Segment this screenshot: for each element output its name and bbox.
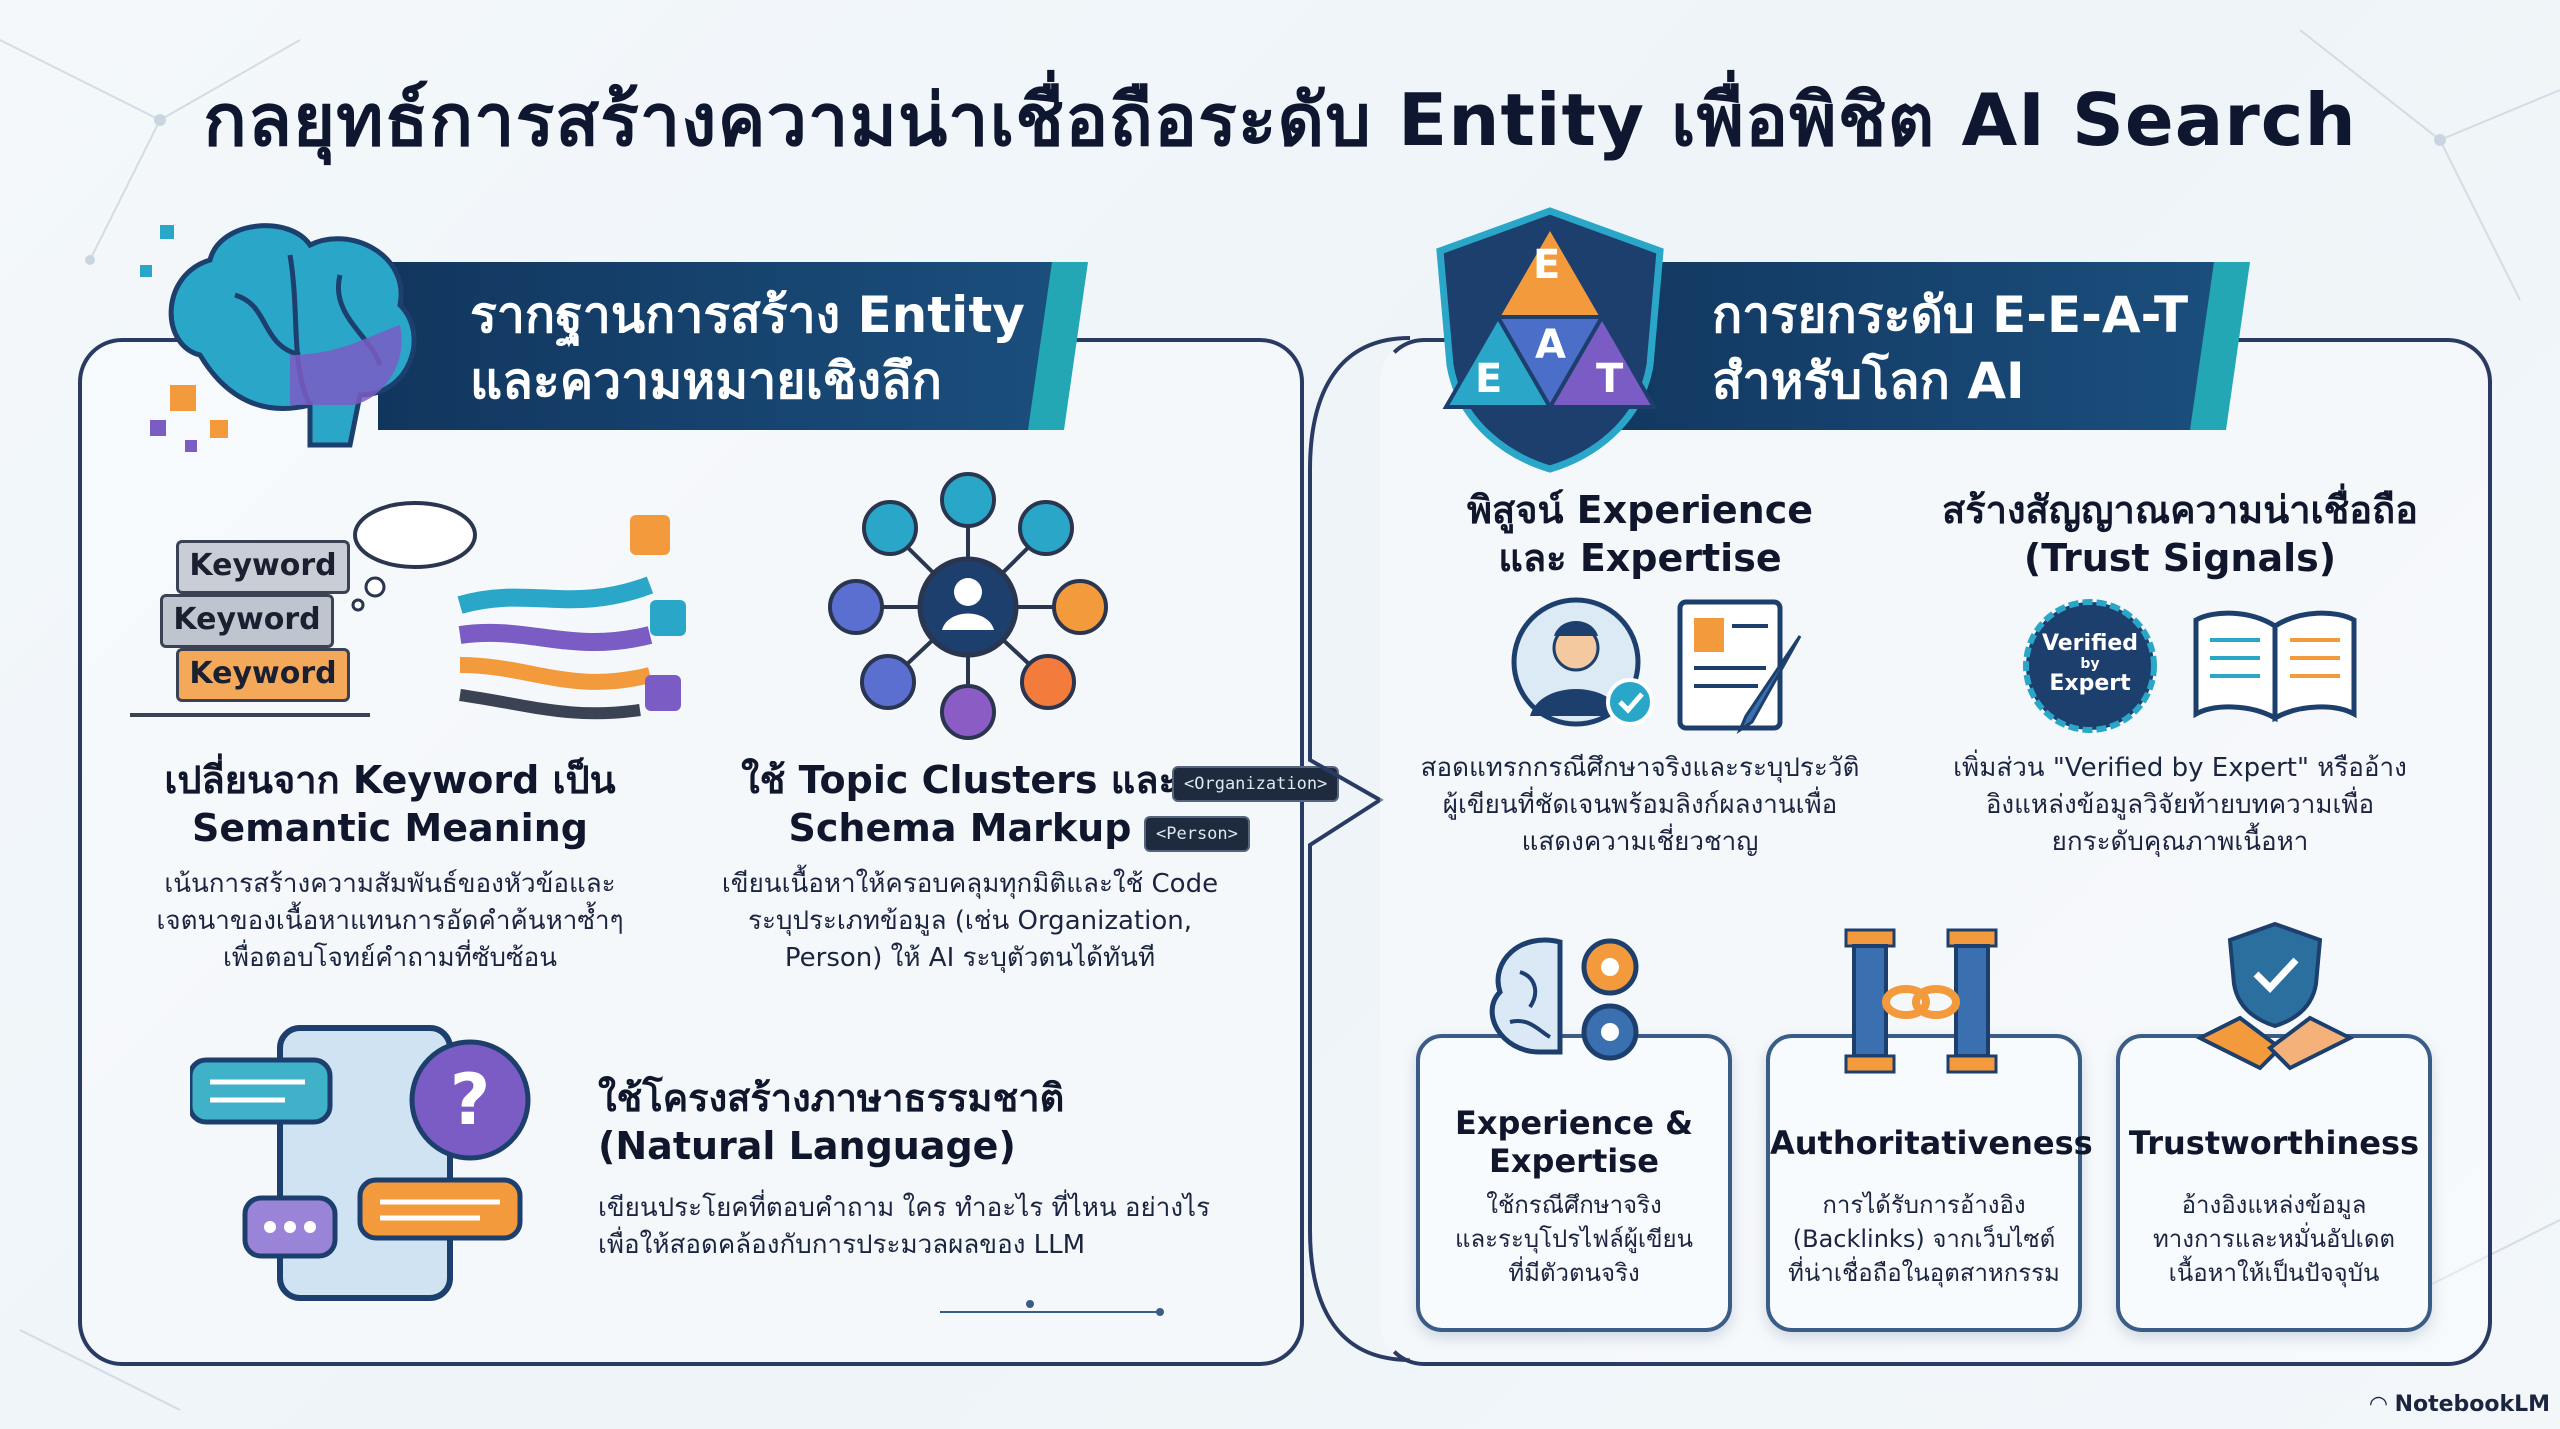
left-sec2-title-l2: Schema Markup bbox=[788, 806, 1132, 850]
notebooklm-brand: NotebookLM bbox=[2394, 1392, 2551, 1417]
left-sec1-body-l2: เจตนาของเนื้อหาแทนการอัดคำค้นหาซ้ำๆ bbox=[156, 906, 624, 936]
left-sec2-title-l1: ใช้ Topic Clusters และ bbox=[741, 758, 1179, 802]
open-book-icon bbox=[2193, 610, 2357, 723]
left-sec3-title-l2: (Natural Language) bbox=[598, 1124, 1016, 1168]
left-sec3-body-l2: เพื่อให้สอดคล้องกับการประมวลผลของ LLM bbox=[598, 1230, 1086, 1260]
card-trustworthiness-body: อ้างอิงแหล่งข้อมูล ทางการและหมั่นอัปเดต … bbox=[2120, 1188, 2428, 1290]
card-experience-title-l2: Expertise bbox=[1489, 1142, 1659, 1180]
left-sec2-title: ใช้ Topic Clusters และ Schema Markup bbox=[700, 756, 1220, 852]
card-experience-body: ใช้กรณีศึกษาจริง และระบุโปรไฟล์ผู้เขียน … bbox=[1420, 1188, 1728, 1290]
shield-letter-center: A bbox=[1535, 322, 1566, 368]
shield-letter-right: T bbox=[1596, 356, 1624, 402]
page-title: กลยุทธ์การสร้างความน่าเชื่อถือระดับ Enti… bbox=[203, 78, 2357, 162]
left-sec3-body-l1: เขียนประโยคที่ตอบคำถาม ใคร ทำอะไร ที่ไหน… bbox=[598, 1193, 1211, 1223]
right-sec2-title-l2: (Trust Signals) bbox=[2023, 536, 2337, 580]
card-experience-body-l1: ใช้กรณีศึกษาจริง bbox=[1486, 1191, 1662, 1219]
left-sec1-title-l2: Semantic Meaning bbox=[192, 806, 588, 850]
card-experience-body-l2: และระบุโปรไฟล์ผู้เขียน bbox=[1454, 1225, 1693, 1253]
card-authoritativeness-title: Authoritativeness bbox=[1770, 1124, 2093, 1162]
card-trustworthiness-body-l1: อ้างอิงแหล่งข้อมูล bbox=[2181, 1191, 2367, 1219]
card-experience-title-l1: Experience & bbox=[1454, 1104, 1694, 1142]
right-banner-title: การยกระดับ E-E-A-T สำหรับโลก AI bbox=[1712, 282, 2212, 414]
divider-dots bbox=[940, 1300, 1164, 1316]
chat-phone-icon: ? bbox=[190, 1025, 531, 1301]
left-sec3-title: ใช้โครงสร้างภาษาธรรมชาติ (Natural Langua… bbox=[598, 1074, 1218, 1170]
expert-profile-icon bbox=[1511, 597, 1802, 735]
shield-letter-left: E bbox=[1475, 356, 1503, 402]
right-sec1-title-l2: และ Expertise bbox=[1498, 536, 1782, 580]
left-sec2-body-l2: ระบุประเภทข้อมูล (เช่น Organization, bbox=[748, 906, 1192, 936]
left-sec1-title-l1: เปลี่ยนจาก Keyword เป็น bbox=[164, 758, 616, 802]
badge-line3: Expert bbox=[2049, 671, 2131, 696]
card-trustworthiness-title: Trustworthiness bbox=[2120, 1124, 2428, 1162]
card-experience: Experience & Expertise ใช้กรณีศึกษาจริง … bbox=[1416, 1034, 1732, 1332]
badge-line2: by bbox=[2080, 656, 2100, 672]
keyword-block-2: Keyword bbox=[160, 594, 334, 648]
right-sec2-body-l2: อิงแหล่งข้อมูลวิจัยท้ายบทความเพื่อ bbox=[1985, 790, 2375, 820]
verified-badge-text: Verified by Expert bbox=[2020, 632, 2160, 696]
right-sec1-title-l1: พิสูจน์ Experience bbox=[1466, 488, 1814, 532]
left-sec1-body-l3: เพื่อตอบโจทย์คำถามที่ซับซ้อน bbox=[222, 943, 557, 973]
card-trustworthiness-title-l1: Trustworthiness bbox=[2128, 1124, 2420, 1162]
left-sec2-body-l3: Person) ให้ AI ระบุตัวตนได้ทันที bbox=[784, 943, 1156, 973]
shield-letter-top: E bbox=[1533, 242, 1561, 288]
left-banner-title: รากฐานการสร้าง Entity และความหมายเชิงลึก bbox=[470, 282, 1050, 414]
right-sec2-title: สร้างสัญญาณความน่าเชื่อถือ (Trust Signal… bbox=[1900, 486, 2460, 582]
brain-gear-icon bbox=[1489, 937, 1639, 1061]
semantic-flow-icon bbox=[130, 501, 686, 720]
card-experience-title: Experience & Expertise bbox=[1420, 1104, 1728, 1180]
right-sec2-body: เพิ่มส่วน "Verified by Expert" หรืออ้าง … bbox=[1920, 750, 2440, 861]
schema-tag-person: <Person> bbox=[1144, 816, 1250, 852]
left-sec1-body-l1: เน้นการสร้างความสัมพันธ์ของหัวข้อและ bbox=[164, 869, 616, 899]
right-sec1-title: พิสูจน์ Experience และ Expertise bbox=[1400, 486, 1880, 582]
left-sec3-body: เขียนประโยคที่ตอบคำถาม ใคร ทำอะไร ที่ไหน… bbox=[598, 1190, 1258, 1264]
badge-line1: Verified bbox=[2041, 631, 2139, 656]
right-sec1-body: สอดแทรกกรณีศึกษาจริงและระบุประวัติ ผู้เข… bbox=[1380, 750, 1900, 861]
left-sec1-title: เปลี่ยนจาก Keyword เป็น Semantic Meaning bbox=[120, 756, 660, 852]
notebooklm-icon: ◠ bbox=[2370, 1392, 2395, 1417]
right-sec1-body-l1: สอดแทรกกรณีศึกษาจริงและระบุประวัติ bbox=[1420, 753, 1860, 783]
right-banner-line1: การยกระดับ E-E-A-T bbox=[1712, 286, 2189, 344]
card-authoritativeness: Authoritativeness การได้รับการอ้างอิง (B… bbox=[1766, 1034, 2093, 1332]
card-experience-body-l3: ที่มีตัวตนจริง bbox=[1508, 1259, 1640, 1287]
card-trustworthiness-body-l3: เนื้อหาให้เป็นปัจจุบัน bbox=[2168, 1259, 2380, 1287]
card-authoritativeness-body-l1: การได้รับการอ้างอิง bbox=[1822, 1191, 2026, 1219]
left-sec2-body-l1: เขียนเนื้อหาให้ครอบคลุมทุกมิติและใช้ Cod… bbox=[721, 869, 1219, 899]
left-sec3-title-l1: ใช้โครงสร้างภาษาธรรมชาติ bbox=[598, 1076, 1065, 1120]
right-sec1-body-l2: ผู้เขียนที่ชัดเจนพร้อมลิงก์ผลงานเพื่อ bbox=[1442, 790, 1838, 820]
right-banner-line2: สำหรับโลก AI bbox=[1712, 352, 2025, 410]
right-sec2-title-l1: สร้างสัญญาณความน่าเชื่อถือ bbox=[1942, 488, 2418, 532]
schema-tag-organization: <Organization> bbox=[1172, 766, 1340, 802]
left-banner-line1: รากฐานการสร้าง Entity bbox=[470, 286, 1025, 344]
pillars-chain-icon bbox=[1844, 928, 1998, 1074]
right-sec2-body-l3: ยกระดับคุณภาพเนื้อหา bbox=[2051, 827, 2309, 857]
topic-cluster-icon bbox=[828, 472, 1108, 740]
notebooklm-logo: ◠ NotebookLM bbox=[2370, 1392, 2550, 1417]
right-sec2-body-l1: เพิ่มส่วน "Verified by Expert" หรืออ้าง bbox=[1953, 753, 2407, 783]
right-banner bbox=[1560, 262, 2240, 430]
left-sec2-body: เขียนเนื้อหาให้ครอบคลุมทุกมิติและใช้ Cod… bbox=[690, 866, 1250, 977]
right-sec1-body-l3: แสดงความเชี่ยวชาญ bbox=[1521, 827, 1759, 857]
card-trustworthiness-body-l2: ทางการและหมั่นอัปเดต bbox=[2152, 1225, 2396, 1253]
left-banner-line2: และความหมายเชิงลึก bbox=[470, 352, 942, 410]
svg-text:?: ? bbox=[450, 1059, 491, 1141]
panel-connector bbox=[1308, 336, 1410, 1362]
verified-badge-icon bbox=[2023, 599, 2157, 733]
handshake-shield-icon bbox=[2195, 921, 2355, 1071]
left-banner bbox=[378, 262, 1078, 430]
eeat-shield-icon bbox=[1436, 207, 1664, 473]
keyword-block-1: Keyword bbox=[176, 540, 350, 594]
card-authoritativeness-title-l1: Authoritativeness bbox=[1770, 1124, 2093, 1162]
card-authoritativeness-body-l2: (Backlinks) จากเว็บไซต์ bbox=[1792, 1225, 2056, 1253]
keyword-block-3: Keyword bbox=[176, 648, 350, 702]
left-sec1-body: เน้นการสร้างความสัมพันธ์ของหัวข้อและ เจต… bbox=[110, 866, 670, 977]
card-trustworthiness: Trustworthiness อ้างอิงแหล่งข้อมูล ทางกา… bbox=[2116, 1034, 2432, 1332]
card-authoritativeness-body: การได้รับการอ้างอิง (Backlinks) จากเว็บไ… bbox=[1770, 1188, 2078, 1290]
brain-icon bbox=[140, 223, 417, 452]
card-authoritativeness-body-l3: ที่น่าเชื่อถือในอุตสาหกรรม bbox=[1788, 1259, 2060, 1287]
